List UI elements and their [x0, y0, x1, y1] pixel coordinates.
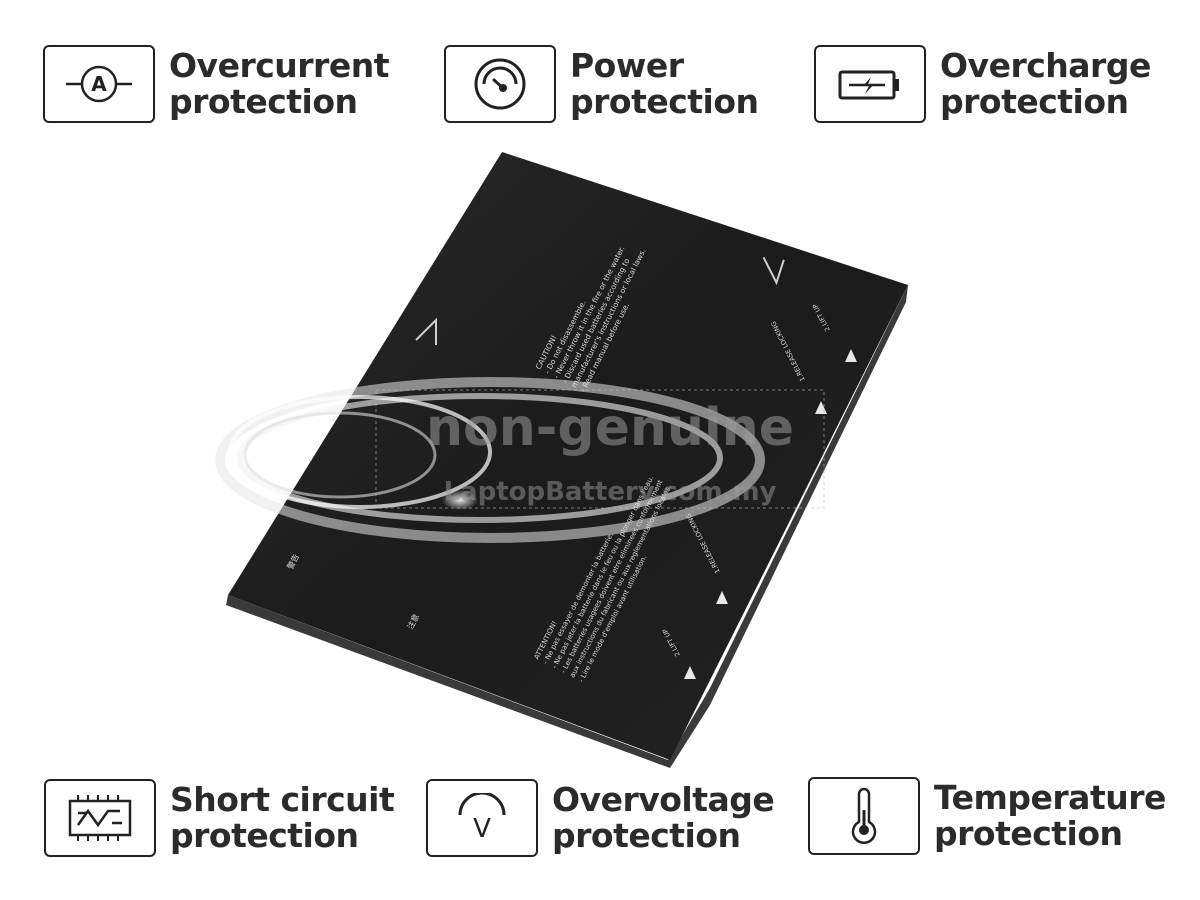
circuit-board-icon — [44, 779, 156, 857]
power-line1: Power — [570, 46, 684, 85]
temperature-line1: Temperature — [934, 778, 1166, 817]
short-circuit-protection-label: Short circuit protection — [170, 780, 395, 855]
svg-text:V: V — [473, 814, 491, 843]
watermark-main: non-genuine — [426, 398, 794, 458]
battery-edge — [226, 285, 908, 768]
corner-mark — [762, 256, 785, 286]
corner-mark — [415, 317, 437, 345]
overcharge-protection-label: Overcharge protection — [940, 48, 1151, 120]
ammeter-icon: A — [43, 45, 155, 123]
short-circuit-line1: Short circuit — [170, 780, 395, 819]
overvoltage-line2: protection — [552, 816, 741, 855]
power-protection-feature: Power protection — [444, 45, 759, 123]
arrow-icon — [845, 349, 857, 362]
short-circuit-line2: protection — [170, 816, 359, 855]
gauge-icon — [444, 45, 556, 123]
watermark-site: LaptopBattery.com.my — [443, 477, 776, 507]
overcurrent-line2: protection — [169, 82, 358, 121]
temperature-protection-label: Temperature protection — [934, 780, 1166, 852]
svg-text:A: A — [91, 72, 107, 96]
overvoltage-protection-label: Overvoltage protection — [552, 780, 775, 855]
overvoltage-line1: Overvoltage — [552, 780, 775, 819]
overcharge-protection-feature: Overcharge protection — [814, 45, 1151, 123]
temperature-protection-feature: Temperature protection — [808, 777, 1166, 855]
arrow-icon — [684, 666, 696, 679]
power-line2: protection — [570, 82, 759, 121]
voltage-meter-icon: V — [426, 779, 538, 857]
watermark-frame — [375, 389, 825, 509]
arrow-icon — [716, 591, 728, 604]
overcurrent-protection-label: Overcurrent protection — [169, 48, 389, 120]
battery-charge-icon — [814, 45, 926, 123]
overcharge-line1: Overcharge — [940, 46, 1151, 85]
temperature-line2: protection — [934, 814, 1123, 853]
overcurrent-protection-feature: A Overcurrent protection — [43, 45, 389, 123]
battery-photo: CAUTION! - Do not disassemble. - Never t… — [190, 140, 950, 770]
overvoltage-protection-feature: V Overvoltage protection — [426, 779, 775, 857]
overcharge-line2: protection — [940, 82, 1129, 121]
thermometer-icon — [808, 777, 920, 855]
short-circuit-protection-feature: Short circuit protection — [44, 779, 395, 857]
battery-body — [228, 152, 908, 760]
power-protection-label: Power protection — [570, 48, 759, 120]
swirl-effect — [215, 377, 765, 543]
overcurrent-line1: Overcurrent — [169, 46, 389, 85]
